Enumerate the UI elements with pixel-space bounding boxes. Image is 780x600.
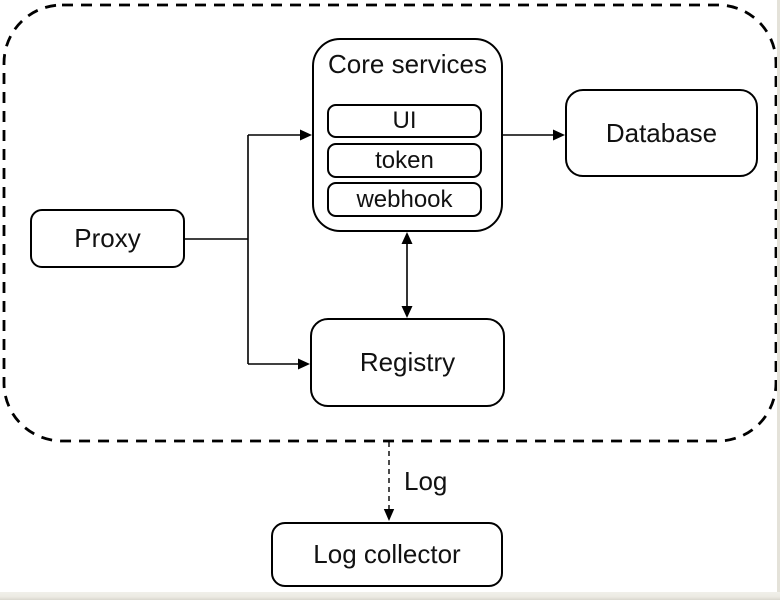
node-webhook[interactable]: webhook [327, 182, 482, 217]
registry-label: Registry [359, 347, 456, 377]
node-core-services[interactable]: Core services UI token webhook [312, 38, 503, 232]
frame-bottom-edge [0, 592, 780, 600]
database-label: Database [605, 117, 718, 148]
node-proxy[interactable]: Proxy [30, 209, 185, 268]
node-ui[interactable]: UI [327, 104, 482, 138]
arrowhead-into-log-collector [383, 509, 395, 521]
node-log-collector[interactable]: Log collector [271, 522, 503, 587]
arrowhead-up-core [401, 232, 413, 244]
ui-label: UI [392, 107, 417, 134]
proxy-label: Proxy [74, 223, 141, 253]
token-label: token [375, 146, 434, 174]
arrowhead-down-registry [401, 306, 413, 318]
webhook-label: webhook [356, 185, 453, 213]
arrowhead-into-core [300, 129, 312, 141]
frame-right-edge [777, 0, 780, 600]
node-registry[interactable]: Registry [310, 318, 505, 407]
node-database[interactable]: Database [565, 89, 758, 177]
system-boundary [2, 3, 778, 443]
arrowhead-into-database [553, 129, 565, 141]
log-edge-label: Log [404, 466, 448, 496]
arrowhead-into-registry [298, 358, 310, 370]
core-services-title: Core services [328, 49, 487, 79]
node-token[interactable]: token [327, 143, 482, 178]
log-collector-label: Log collector [313, 539, 461, 569]
